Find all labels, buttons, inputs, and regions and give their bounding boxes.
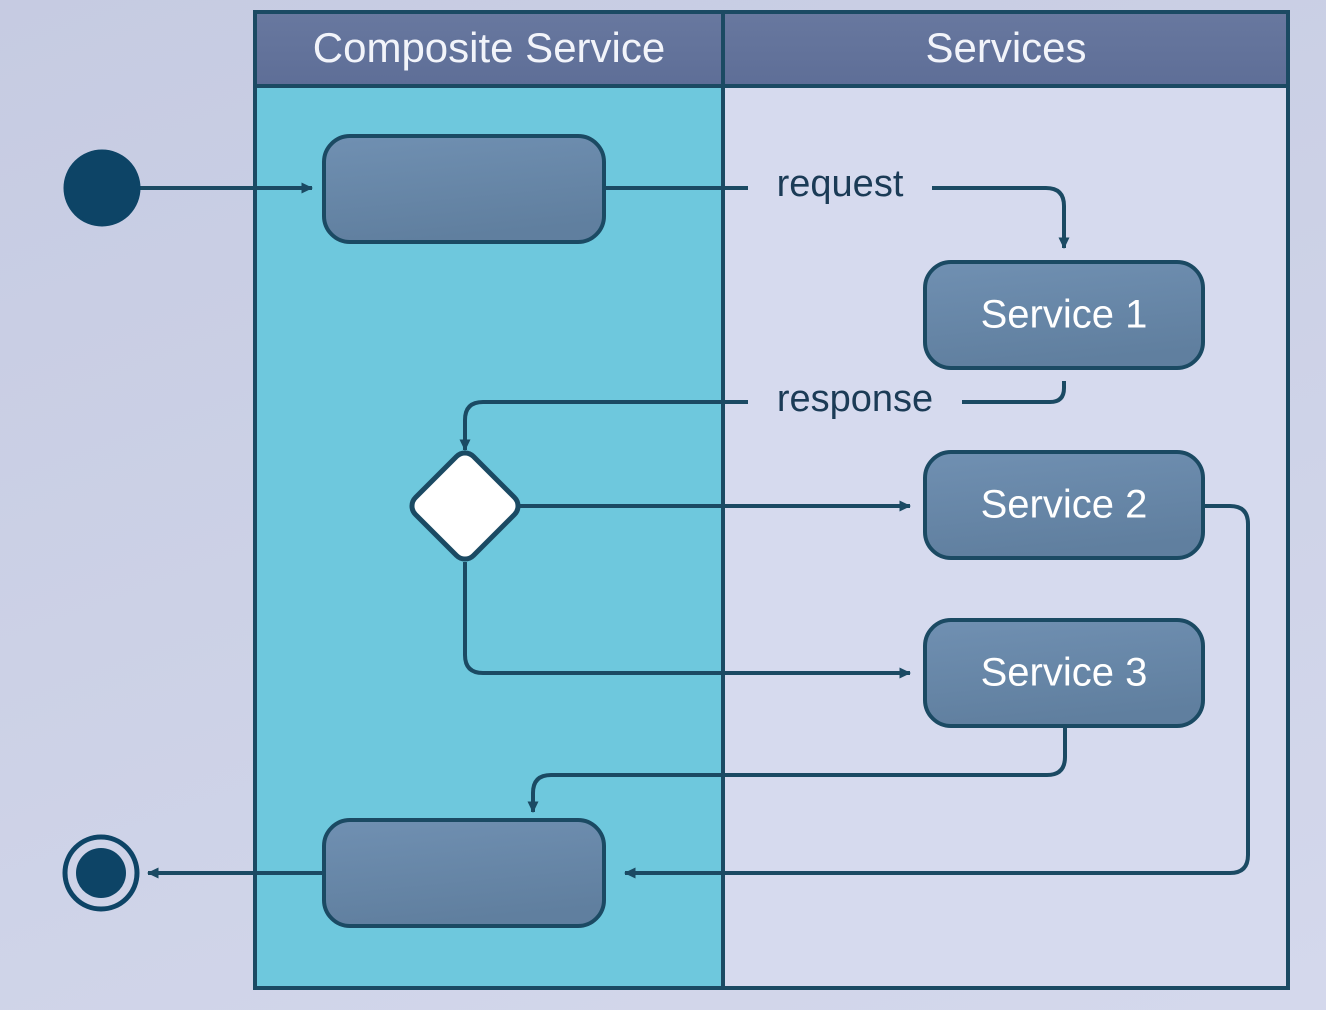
edge-label-layer: request response [777, 163, 934, 420]
edge-decision-to-service3 [463, 562, 911, 679]
edge-label-response: response [777, 378, 933, 420]
service-node-2-label: Service 2 [981, 483, 1148, 527]
final-node[interactable] [62, 834, 140, 912]
service-node-2[interactable]: Service 2 [923, 450, 1205, 560]
edge-service3-to-activity-end [527, 721, 1067, 813]
service-node-3[interactable]: Service 3 [923, 618, 1205, 728]
activity-node-end[interactable] [322, 818, 606, 928]
edge-label-request: request [777, 163, 904, 205]
edge-response-to-decision [459, 400, 748, 451]
edge-request-to-service1 [932, 186, 1070, 249]
lane-title-composite-service: Composite Service [313, 24, 665, 71]
decision-node[interactable] [407, 448, 523, 564]
edge-service2-to-activity-end [624, 504, 1250, 879]
service-node-1-label: Service 1 [981, 293, 1148, 337]
lane-header-composite-service [255, 12, 723, 86]
lane-title-services: Services [925, 24, 1086, 71]
lane-header-services [723, 12, 1288, 86]
activity-node-start[interactable] [322, 134, 606, 244]
initial-node[interactable] [63, 149, 141, 227]
edge-layer [140, 182, 1250, 879]
node-layer: Service 1 Service 2 Service 3 [62, 134, 1205, 928]
service-node-1[interactable]: Service 1 [923, 260, 1205, 370]
frame-border [253, 10, 1290, 990]
service-node-3-label: Service 3 [981, 651, 1148, 695]
edge-service1-to-response-label [962, 381, 1066, 404]
